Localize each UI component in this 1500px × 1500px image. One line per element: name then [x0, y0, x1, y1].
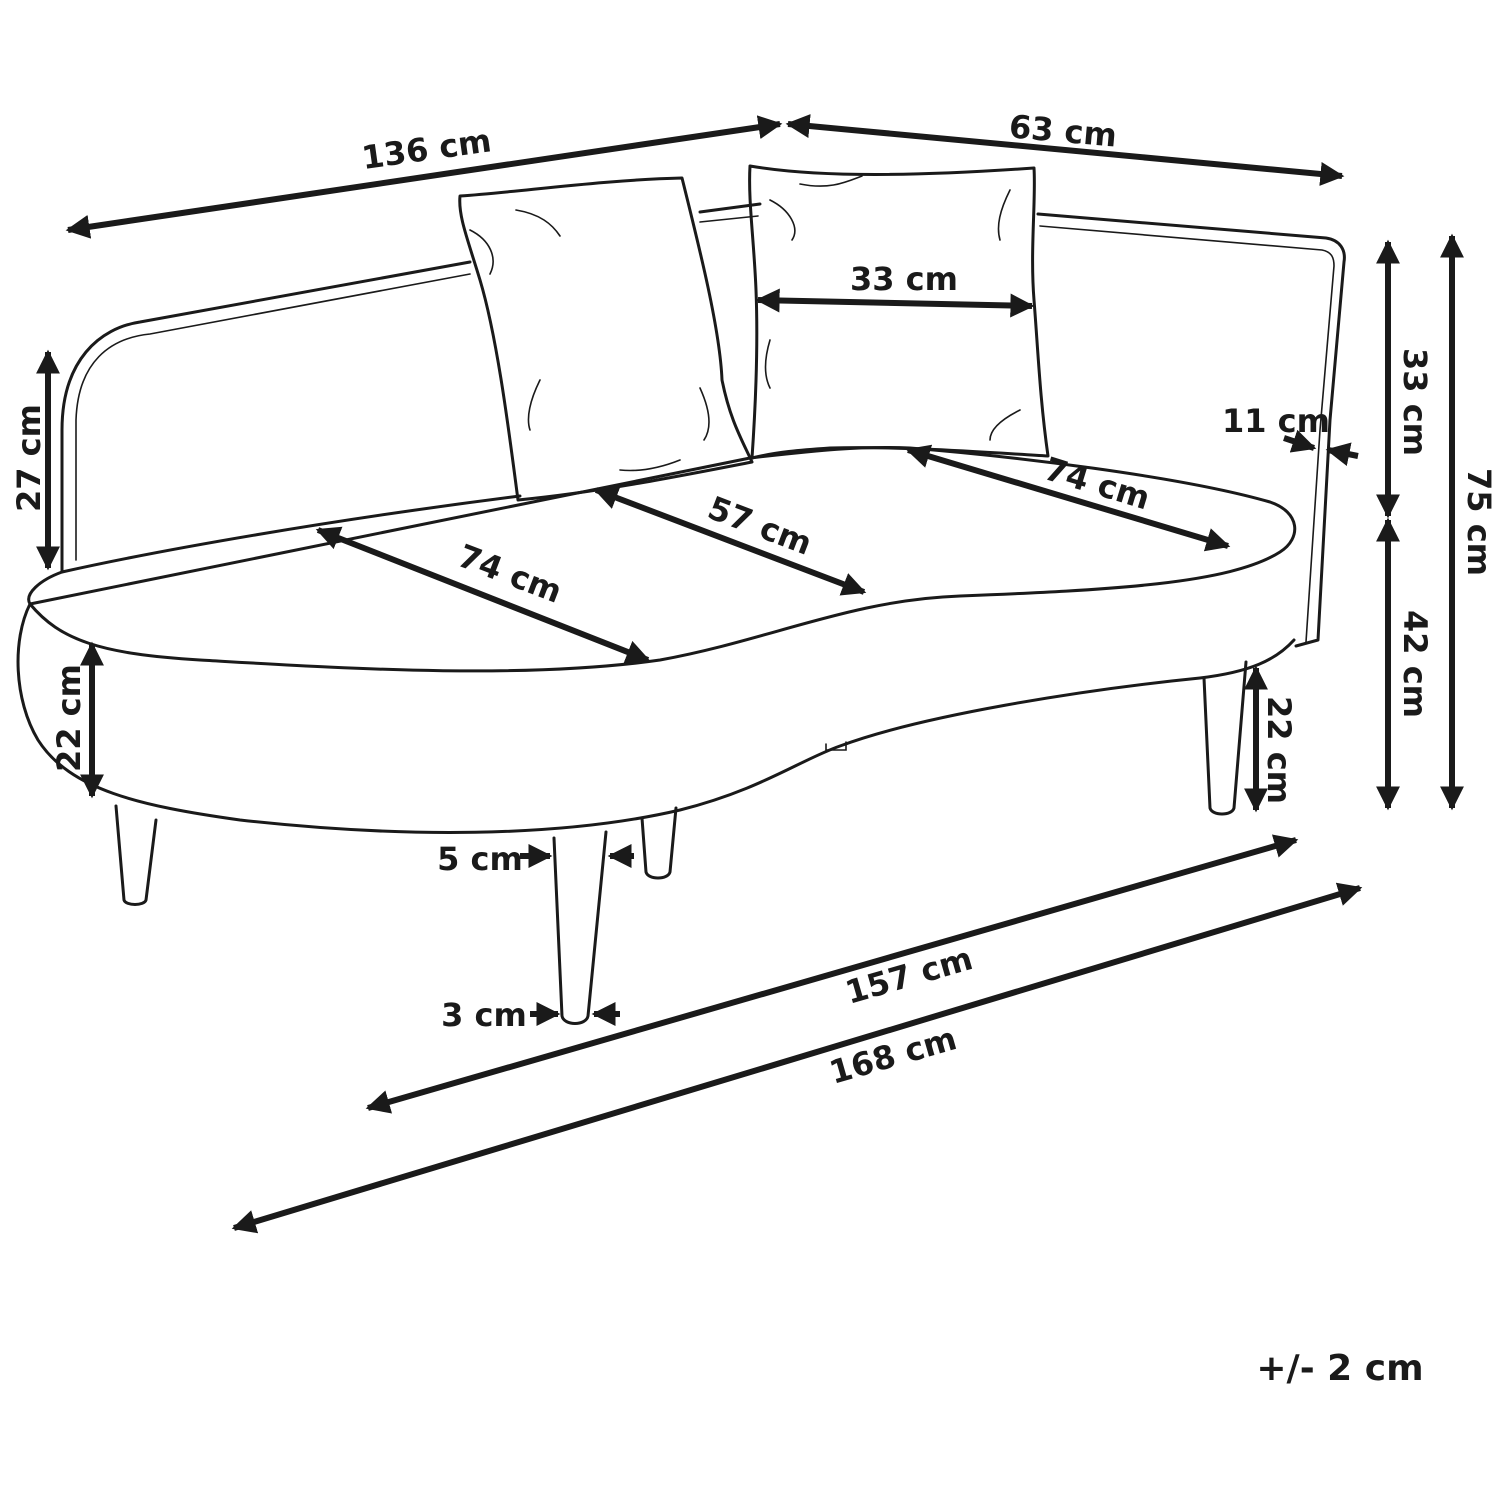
label-22-right: 22 cm [1260, 696, 1298, 804]
pillow-right-wrinkles [764, 175, 1021, 441]
dim-arrow-11b [1325, 442, 1359, 467]
label-3: 3 cm [441, 996, 527, 1034]
pillow-left-wrinkles [469, 209, 710, 472]
dim-arrow-63 [785, 114, 1345, 186]
dimension-labels: 136 cm 63 cm 33 cm 33 cm 42 cm 75 cm 11 … [10, 107, 1498, 1389]
leg-back-right [1202, 660, 1248, 816]
dim-arrow-74-right [905, 444, 1231, 552]
leg-back-middle [640, 806, 678, 880]
dim-arrow-33-pillow [755, 288, 1035, 318]
label-22-left: 22 cm [50, 664, 88, 772]
label-33-back: 33 cm [1396, 348, 1434, 456]
seat-base [16, 602, 1296, 834]
pillow-left [458, 176, 754, 502]
tolerance-label: +/- 2 cm [1256, 1348, 1423, 1389]
label-75: 75 cm [1460, 468, 1498, 576]
pillow-right [748, 164, 1050, 460]
label-42: 42 cm [1396, 610, 1434, 718]
dim-arrow-136 [65, 115, 783, 239]
sofa-outline [16, 164, 1346, 1025]
seat-base-seam [825, 741, 847, 751]
label-33-pillow: 33 cm [850, 260, 958, 298]
dim-arrow-168 [231, 882, 1363, 1234]
dimension-lines [36, 114, 1464, 1234]
label-63: 63 cm [1008, 107, 1119, 154]
label-74-left: 74 cm [453, 537, 567, 611]
label-5: 5 cm [437, 840, 523, 878]
label-27: 27 cm [10, 404, 48, 512]
leg-front-middle [552, 830, 608, 1025]
dim-arrow-74-left [315, 526, 651, 664]
dim-arrow-57 [593, 486, 867, 596]
leg-front-left [114, 804, 158, 906]
dim-arrow-11a [1283, 429, 1317, 453]
label-11: 11 cm [1222, 402, 1330, 440]
